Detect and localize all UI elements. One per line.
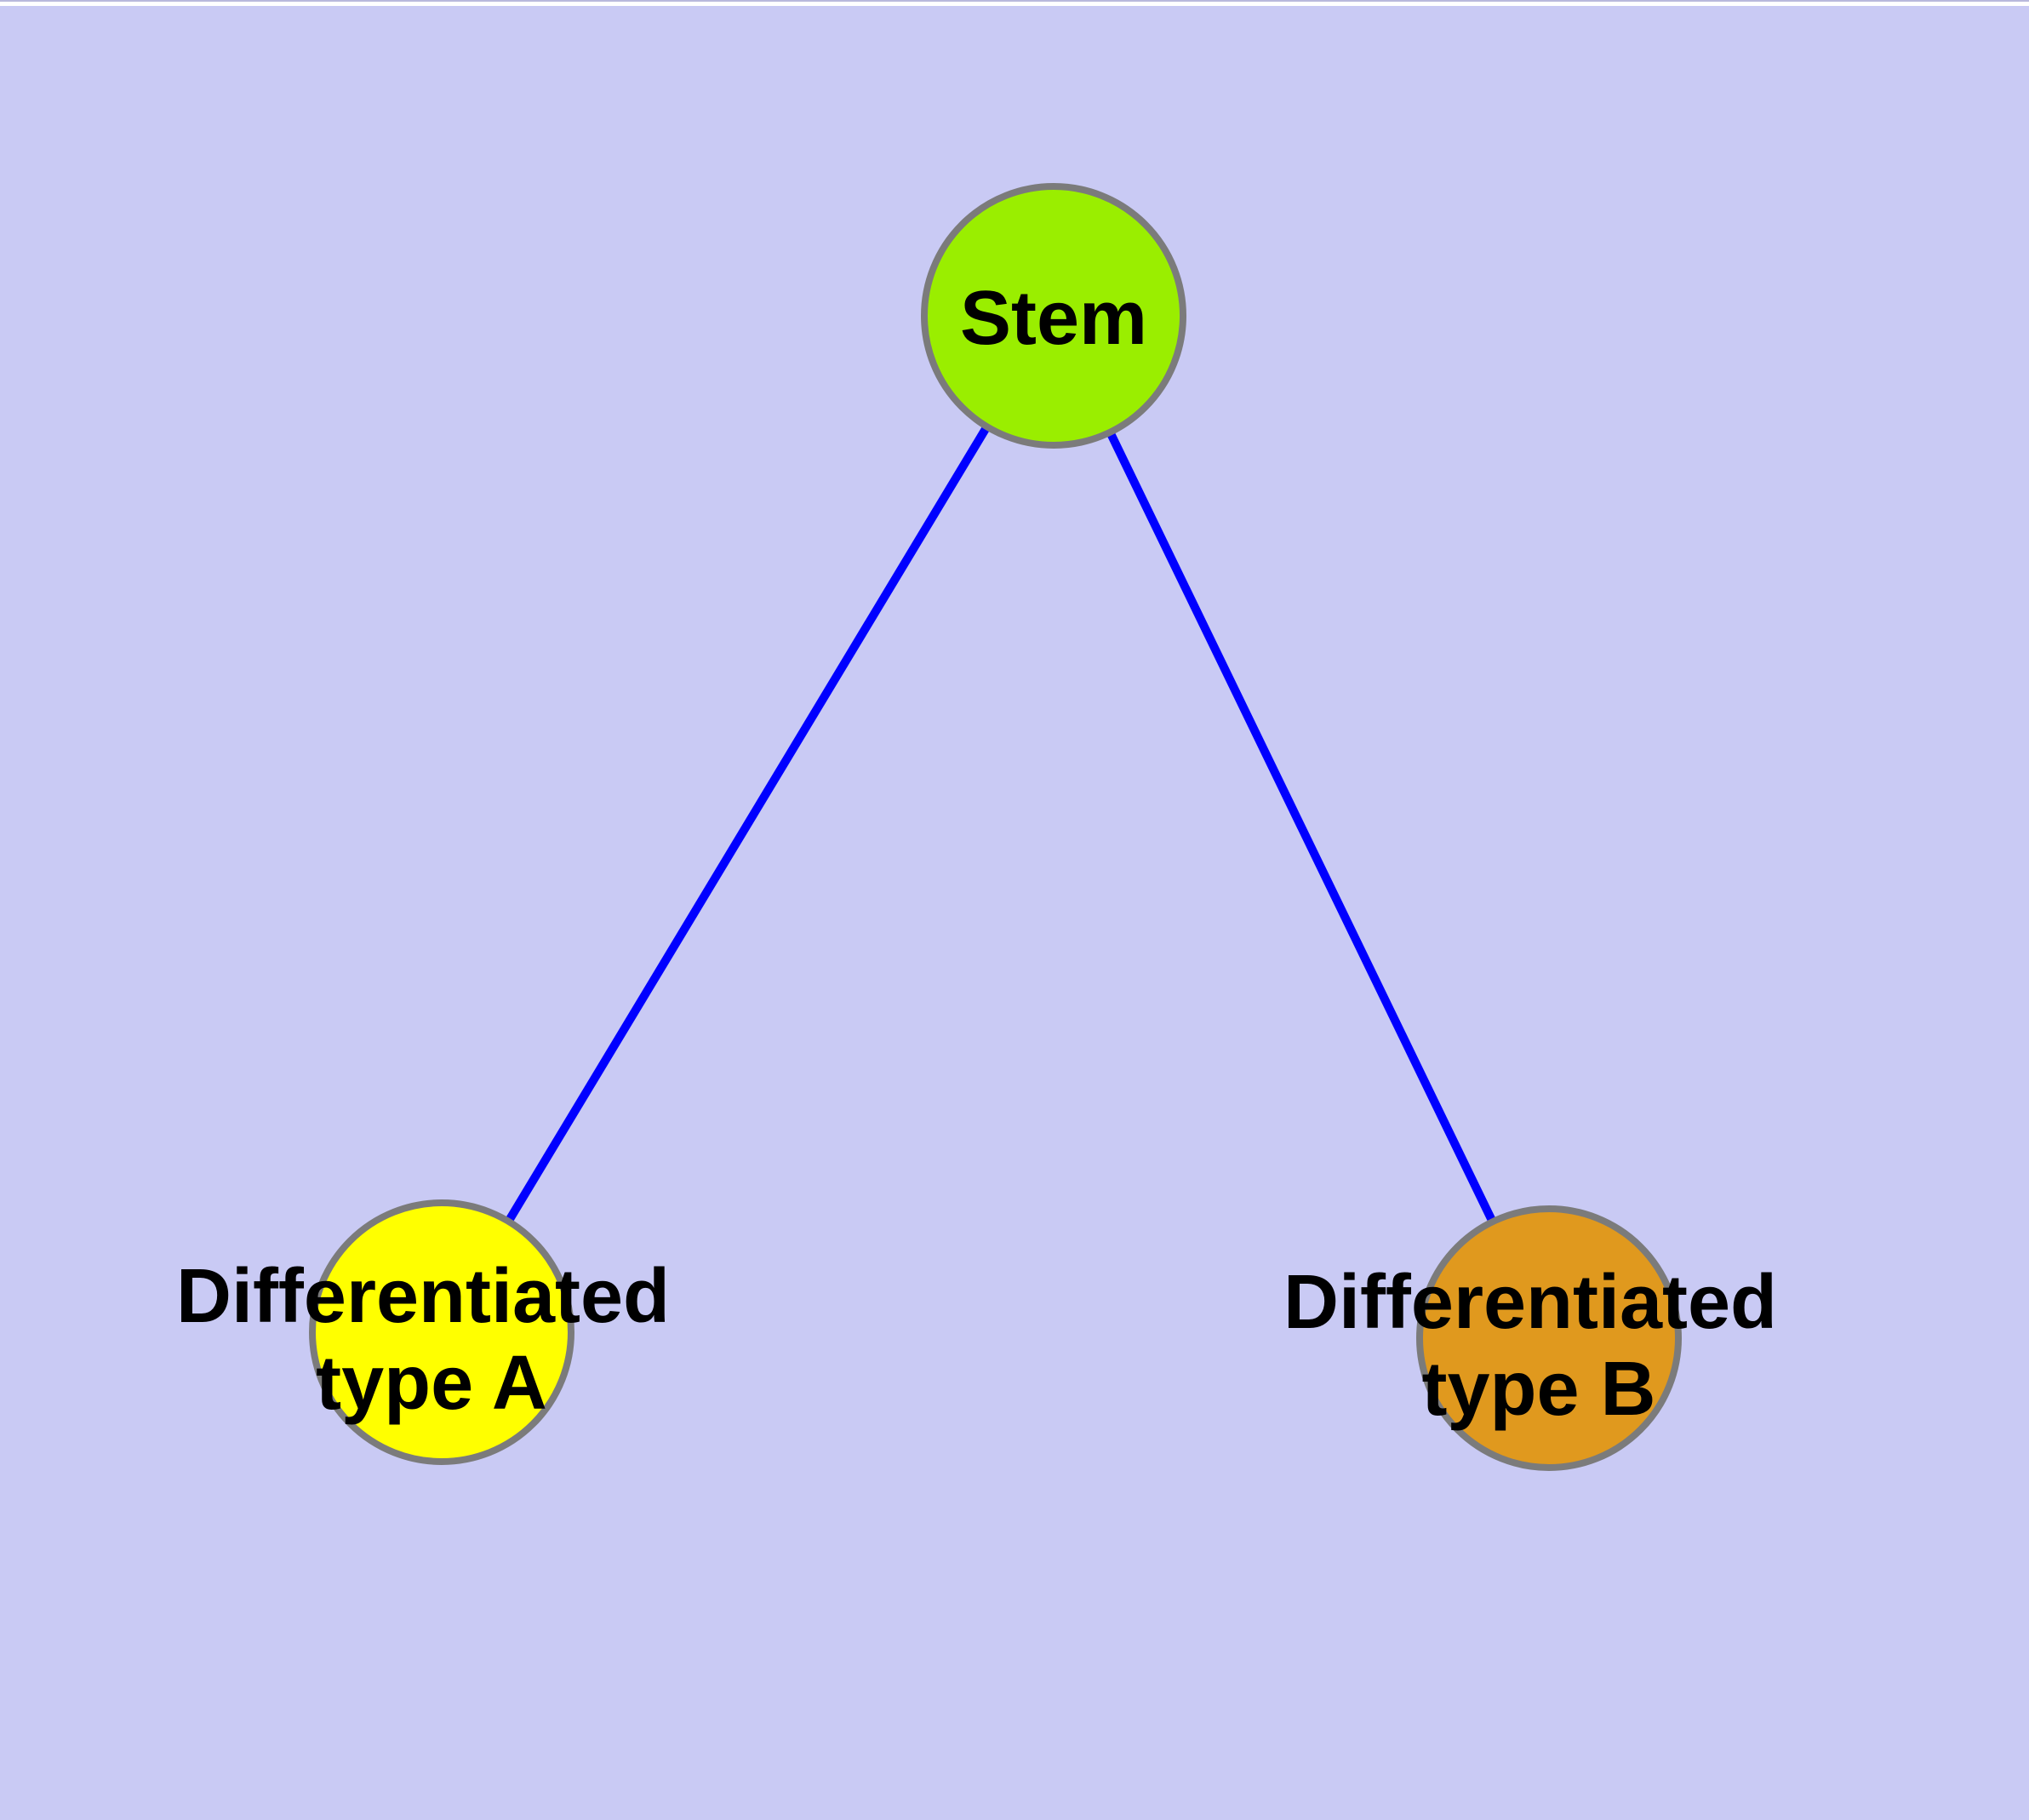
edge-stem-to-type-a [437, 313, 1058, 1335]
stem-node-circle [921, 183, 1186, 449]
top-margin-strip [0, 2, 2029, 6]
node-stem: Stem [921, 183, 1186, 449]
top-border-line [0, 0, 2029, 2]
stem-node-label: Stem [960, 276, 1147, 361]
type-b-node-circle [1416, 1205, 1682, 1471]
type-a-node-circle [309, 1199, 574, 1465]
node-differentiated-type-a: Differentiated type A [176, 1199, 670, 1465]
type-b-label-line-1: Differentiated [1283, 1260, 1777, 1345]
type-a-label-line-1: Differentiated [176, 1254, 670, 1339]
node-differentiated-type-b: Differentiated type B [1283, 1205, 1777, 1471]
edge-stem-to-type-b [1049, 313, 1553, 1341]
type-a-label-line-2: type A [316, 1341, 547, 1426]
type-b-label-line-2: type B [1421, 1347, 1655, 1432]
